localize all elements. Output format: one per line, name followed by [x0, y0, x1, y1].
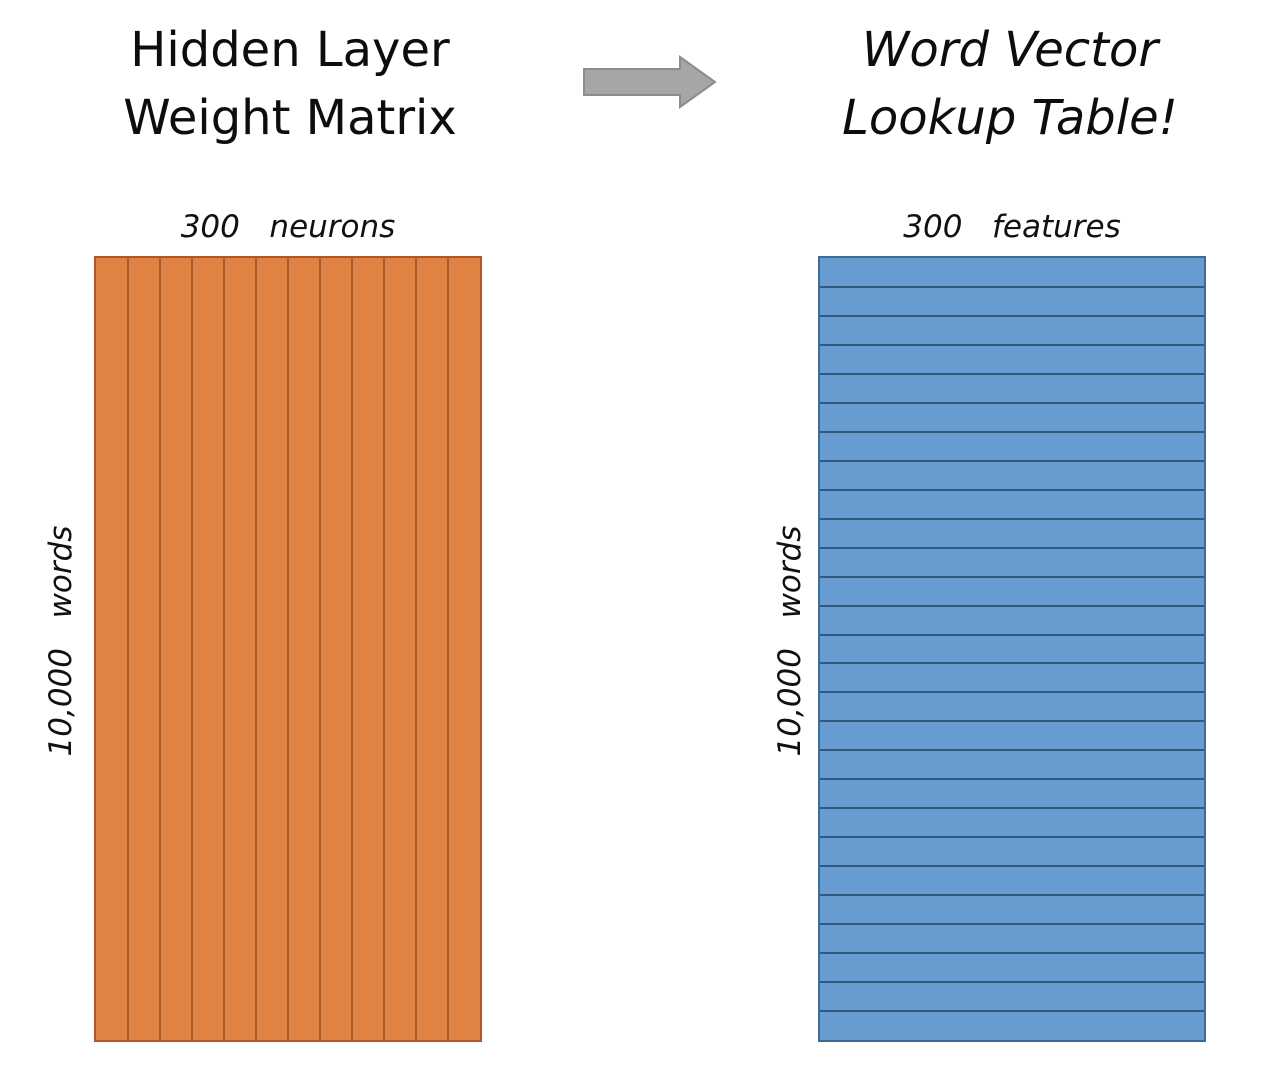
table-row-divider — [820, 749, 1204, 752]
table-row-divider — [820, 633, 1204, 636]
table-row-divider — [820, 778, 1204, 781]
table-row-divider — [820, 836, 1204, 839]
lookup-table-words-label: 10,000 words — [772, 525, 808, 757]
table-row-divider — [820, 720, 1204, 723]
table-row-divider — [820, 952, 1204, 955]
weight-matrix-title: Hidden Layer Weight Matrix — [90, 16, 490, 152]
matrix-column-divider — [415, 258, 417, 1040]
table-row-divider — [820, 807, 1204, 810]
matrix-column-divider — [191, 258, 193, 1040]
table-row-divider — [820, 1010, 1204, 1013]
matrix-column-divider — [319, 258, 321, 1040]
weight-matrix-title-line2: Weight Matrix — [123, 90, 457, 146]
table-row-divider — [820, 546, 1204, 549]
table-row-divider — [820, 285, 1204, 288]
neurons-label: 300 neurons — [180, 209, 396, 245]
matrix-column-divider — [126, 258, 129, 1040]
weight-matrix-title-line1: Hidden Layer — [130, 22, 450, 78]
table-row-divider — [820, 575, 1204, 578]
table-row-divider — [820, 430, 1204, 433]
table-row-divider — [820, 401, 1204, 404]
table-row-divider — [820, 343, 1204, 346]
right-arrow-icon — [583, 55, 717, 109]
features-label: 300 features — [903, 209, 1121, 245]
matrix-column-divider — [383, 258, 385, 1040]
table-row-divider — [820, 488, 1204, 491]
matrix-column-divider — [255, 258, 257, 1040]
table-row-divider — [820, 691, 1204, 694]
table-row-divider — [820, 923, 1204, 926]
lookup-table-title: Word Vector Lookup Table! — [810, 16, 1210, 152]
lookup-table-title-line1: Word Vector — [861, 22, 1159, 78]
weight-matrix — [94, 256, 482, 1042]
table-row-divider — [820, 662, 1204, 665]
table-row-divider — [820, 372, 1204, 375]
table-row-divider — [820, 517, 1204, 520]
matrix-column-divider — [350, 258, 353, 1040]
table-row-divider — [820, 894, 1204, 897]
table-row-divider — [820, 981, 1204, 984]
lookup-table — [818, 256, 1206, 1042]
table-row-divider — [820, 865, 1204, 868]
weight-matrix-words-label: 10,000 words — [43, 525, 79, 757]
table-row-divider — [820, 314, 1204, 317]
lookup-table-title-line2: Lookup Table! — [842, 90, 1178, 146]
table-row-divider — [820, 459, 1204, 462]
matrix-column-divider — [447, 258, 449, 1040]
matrix-column-divider — [158, 258, 161, 1040]
table-row-divider — [820, 604, 1204, 607]
matrix-column-divider — [222, 258, 225, 1040]
matrix-column-divider — [287, 258, 289, 1040]
